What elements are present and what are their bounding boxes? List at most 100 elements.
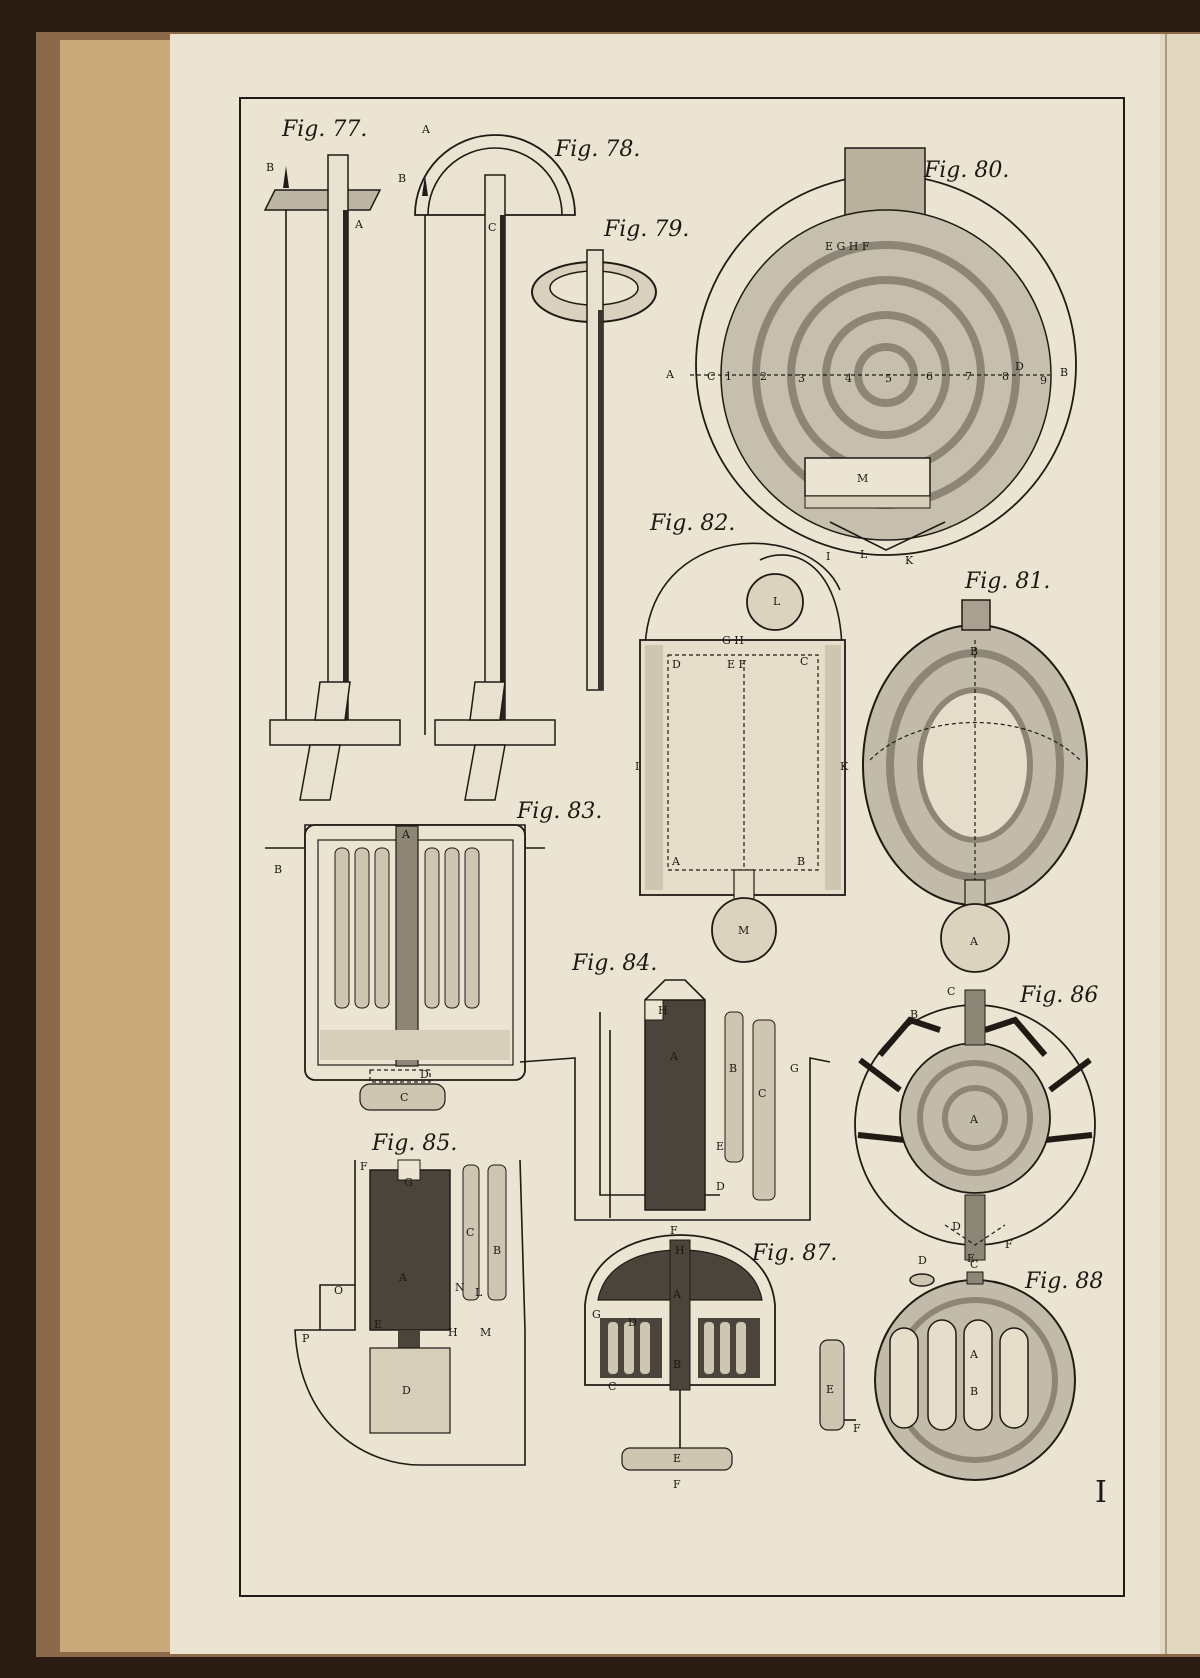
fig77-label-a: A <box>354 218 364 231</box>
fig87-label-d: D <box>628 1316 637 1329</box>
fig86-label-c: C <box>947 985 955 998</box>
fig82-label-d: D <box>672 658 681 671</box>
fig80-scale-5: 5 <box>885 372 892 385</box>
figure-79: Fig. 79. <box>531 217 689 691</box>
figure-88: Fig. 88 D C A B <box>874 1254 1103 1481</box>
fig88-label-f: F <box>853 1422 861 1435</box>
fig80-scale-8: 8 <box>1002 370 1009 383</box>
fig78-label-a: A <box>421 123 431 136</box>
fig85-label-o: O <box>334 1284 343 1297</box>
figure-82: Fig. 82. L G H D E F C I K A B M <box>635 511 849 963</box>
fig81-caption: Fig. 81. <box>964 569 1050 594</box>
fig84-label-g: G <box>790 1062 799 1075</box>
fig80-scale-2: 2 <box>760 370 767 383</box>
fig81-label-b: B <box>970 645 978 658</box>
fig84-label-f: F <box>670 1224 678 1237</box>
fig82-label-ef: E F <box>727 658 747 671</box>
fig82-label-a: A <box>671 855 681 868</box>
page-number: I <box>1095 1475 1107 1510</box>
fig87-label-b: B <box>673 1358 681 1371</box>
fig87-label-e: E <box>673 1452 681 1465</box>
fig85-label-a: A <box>398 1271 408 1284</box>
fig88-label-c: C <box>970 1258 978 1271</box>
fig80-label-k: K <box>905 554 914 567</box>
fig85-label-m: M <box>480 1326 491 1339</box>
fig85-caption: Fig. 85. <box>371 1131 457 1156</box>
fig87-label-g: G <box>592 1308 601 1321</box>
fig84-label-c: C <box>758 1087 766 1100</box>
fig87-label-h: H <box>675 1244 685 1257</box>
figure-88-cartridge: E F <box>819 1339 861 1435</box>
fig88-label-e: E <box>826 1383 834 1396</box>
fig87-caption: Fig. 87. <box>751 1241 837 1266</box>
fig82-label-k: K <box>840 760 849 773</box>
figure-87: Fig. 87. H A G D C B E F <box>584 1234 837 1491</box>
fig87-label-c: C <box>608 1380 616 1393</box>
fig80-scale-3: 3 <box>798 372 805 385</box>
fig80-label-eghf: E G H F <box>825 240 870 253</box>
fig80-label-d: D <box>1015 360 1024 373</box>
figure-84: Fig. 84. H A B C G E D F <box>519 951 831 1237</box>
fig80-scale-7: 7 <box>965 370 972 383</box>
figure-80: Fig. 80. E G H F A C D B M I L K 1 2 3 4… <box>665 147 1077 567</box>
fig87-label-f: F <box>673 1478 681 1491</box>
fig80-label-m: M <box>857 472 868 485</box>
fig84-label-d: D <box>716 1180 725 1193</box>
fig85-label-p: P <box>302 1332 310 1345</box>
fig84-caption: Fig. 84. <box>571 951 657 976</box>
figure-85: Fig. 85. F G C B A N L O E H M P D <box>294 1131 526 1466</box>
fig82-label-gh: G H <box>722 634 744 647</box>
fig80-label-l: L <box>860 548 868 561</box>
fig78-caption: Fig. 78. <box>554 137 640 162</box>
fig78-label-b: B <box>398 172 406 185</box>
fig82-label-b: B <box>797 855 805 868</box>
fig82-label-l: L <box>773 595 781 608</box>
fig85-label-f: F <box>360 1160 368 1173</box>
fig85-label-n: N <box>455 1281 465 1294</box>
fig82-caption: Fig. 82. <box>649 511 735 536</box>
fig80-scale-9: 9 <box>1040 374 1047 387</box>
fig86-label-b: B <box>910 1008 918 1021</box>
fig85-label-g: G <box>404 1176 413 1189</box>
fig86-label-a: A <box>969 1113 979 1126</box>
fig84-label-b: B <box>729 1062 737 1075</box>
fig80-scale-6: 6 <box>926 370 933 383</box>
fig85-label-h: H <box>448 1326 458 1339</box>
fig83-label-d: D <box>420 1068 429 1081</box>
fig80-scale-4: 4 <box>845 372 852 385</box>
fig80-label-i: I <box>826 550 830 563</box>
fig82-label-c: C <box>800 655 808 668</box>
figure-86: Fig. 86 C B A D F E <box>854 983 1098 1265</box>
fig88-label-a: A <box>969 1348 979 1361</box>
fig83-label-c: C <box>400 1091 408 1104</box>
fig82-label-i: I <box>635 760 639 773</box>
fig83-caption: Fig. 83. <box>516 799 602 824</box>
plate-border <box>239 97 1125 1597</box>
fig85-label-e: E <box>374 1318 382 1331</box>
figure-78: Fig. 78. A B C <box>398 123 640 801</box>
fig85-label-b: B <box>493 1244 501 1257</box>
fig86-label-e: E <box>967 1252 975 1265</box>
fig80-label-b: B <box>1060 366 1068 379</box>
figure-81: Fig. 81. B A <box>862 569 1088 973</box>
fig88-label-b: B <box>970 1385 978 1398</box>
fig84-label-e: E <box>716 1140 724 1153</box>
fig84-label-a: A <box>669 1050 679 1063</box>
fig80-caption: Fig. 80. <box>923 158 1009 183</box>
fig88-caption: Fig. 88 <box>1024 1269 1103 1294</box>
page-block-edge <box>60 40 170 1652</box>
figure-83: Fig. 83. A B D C <box>265 799 602 1111</box>
fig85-label-d: D <box>402 1384 411 1397</box>
fig80-scale-1: 1 <box>725 370 732 383</box>
fig83-label-b: B <box>274 863 282 876</box>
fig83-label-a: A <box>401 828 411 841</box>
fig78-label-c: C <box>488 221 496 234</box>
figure-77: Fig. 77. B A <box>263 117 401 801</box>
fig85-label-l: L <box>475 1286 483 1299</box>
fig80-label-c: C <box>707 370 715 383</box>
fig87-label-a: A <box>672 1288 682 1301</box>
fig80-label-a: A <box>665 368 675 381</box>
fig86-label-f: F <box>1005 1238 1013 1251</box>
fig86-caption: Fig. 86 <box>1019 983 1098 1008</box>
